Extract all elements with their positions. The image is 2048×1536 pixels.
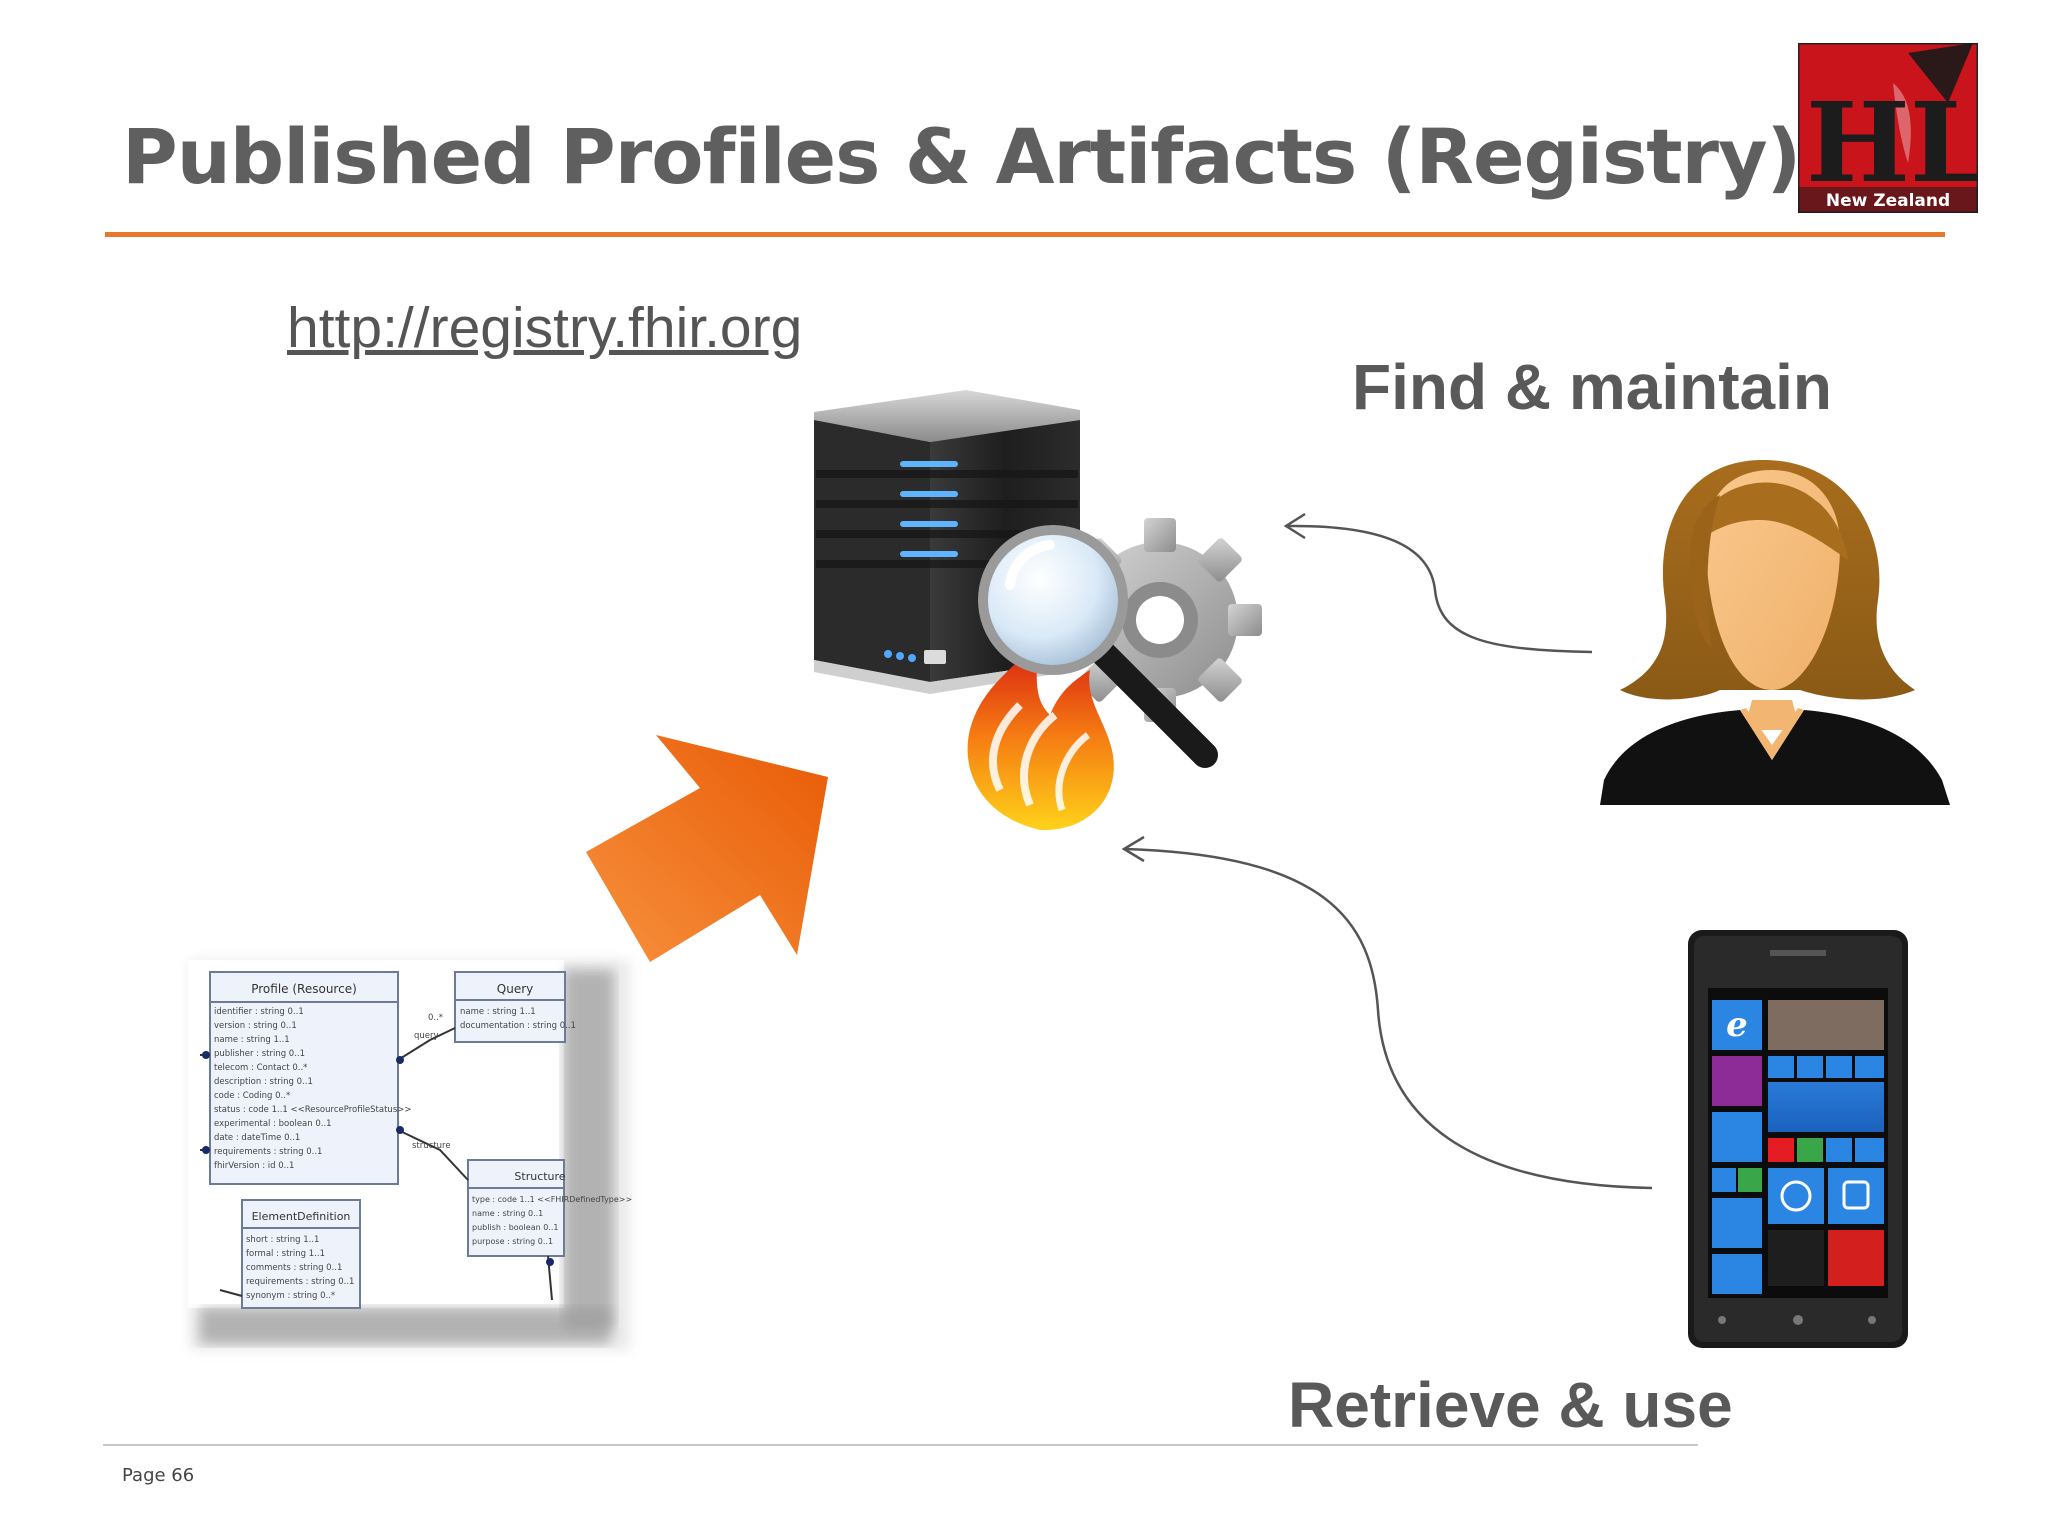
smartphone-icon: e xyxy=(1688,930,1908,1348)
uml-elementdefinition-class: ElementDefinition short : string 1..1 fo… xyxy=(241,1199,361,1309)
uml-structure-role: structure xyxy=(412,1141,451,1151)
registry-url-link[interactable]: http://registry.fhir.org xyxy=(287,296,803,360)
user-avatar-icon xyxy=(1600,459,1950,805)
uml-query-role: query xyxy=(414,1031,439,1041)
uml-elementdefinition-row: comments : string 0..1 xyxy=(246,1263,342,1273)
logo-subtitle: New Zealand xyxy=(1826,191,1950,211)
uml-structure-row: purpose : string 0..1 xyxy=(472,1237,553,1246)
uml-profile-header: Profile (Resource) xyxy=(251,982,357,996)
find-maintain-label: Find & maintain xyxy=(1352,351,1832,423)
hl7-logo: HL7 New Zealand xyxy=(1798,43,1978,213)
logo-letters: HL7 xyxy=(1806,78,1978,207)
uml-structure-row: type : code 1..1 <<FHIRDefinedType>> xyxy=(472,1195,632,1204)
uml-profile-row: publisher : string 0..1 xyxy=(214,1049,305,1059)
svg-text:e: e xyxy=(1726,1005,1748,1045)
uml-query-header: Query xyxy=(497,982,533,996)
uml-structure-class: Structure type : code 1..1 <<FHIRDefined… xyxy=(467,1159,632,1257)
uml-profile-row: fhirVersion : id 0..1 xyxy=(214,1161,294,1171)
uml-diagram-thumbnail: Profile (Resource) identifier : string 0… xyxy=(188,960,632,1350)
uml-profile-row: code : Coding 0..* xyxy=(214,1091,290,1101)
footer-divider xyxy=(103,1444,1698,1446)
find-connector-arrow xyxy=(1283,512,1593,654)
uml-structure-row: name : string 0..1 xyxy=(472,1209,543,1218)
magnifier-icon xyxy=(978,525,1218,768)
uml-query-row: documentation : string 0..1 xyxy=(460,1021,576,1031)
retrieve-use-label: Retrieve & use xyxy=(1288,1369,1733,1441)
uml-profile-row: identifier : string 0..1 xyxy=(214,1007,304,1017)
page-number: Page 66 xyxy=(122,1465,195,1486)
title-divider xyxy=(105,232,1945,237)
uml-query-multiplicity: 0..* xyxy=(428,1013,443,1023)
uml-query-class: Query name : string 1..1 documentation :… xyxy=(454,971,576,1043)
uml-elementdefinition-row: synonym : string 0..* xyxy=(246,1291,335,1301)
retrieve-connector-arrow xyxy=(1121,835,1653,1190)
uml-query-row: name : string 1..1 xyxy=(460,1007,536,1017)
uml-profile-row: description : string 0..1 xyxy=(214,1077,313,1087)
uml-structure-header: Structure xyxy=(514,1170,565,1183)
uml-profile-row: telecom : Contact 0..* xyxy=(214,1063,307,1073)
uml-profile-row: name : string 1..1 xyxy=(214,1035,290,1045)
fhir-flame-icon xyxy=(967,640,1114,831)
publish-arrow xyxy=(586,735,828,962)
uml-profile-row: status : code 1..1 <<ResourceProfileStat… xyxy=(214,1105,412,1115)
uml-profile-row: experimental : boolean 0..1 xyxy=(214,1119,332,1129)
uml-profile-row: requirements : string 0..1 xyxy=(214,1147,322,1157)
slide-title: Published Profiles & Artifacts (Registry… xyxy=(122,112,1801,201)
uml-elementdefinition-header: ElementDefinition xyxy=(252,1210,351,1223)
uml-profile-row: date : dateTime 0..1 xyxy=(214,1133,300,1143)
uml-profile-class: Profile (Resource) identifier : string 0… xyxy=(209,971,412,1185)
uml-elementdefinition-row: requirements : string 0..1 xyxy=(246,1277,354,1287)
uml-structure-row: publish : boolean 0..1 xyxy=(472,1223,558,1232)
uml-profile-row: version : string 0..1 xyxy=(214,1021,297,1031)
uml-elementdefinition-row: short : string 1..1 xyxy=(246,1235,319,1245)
uml-elementdefinition-row: formal : string 1..1 xyxy=(246,1249,325,1259)
